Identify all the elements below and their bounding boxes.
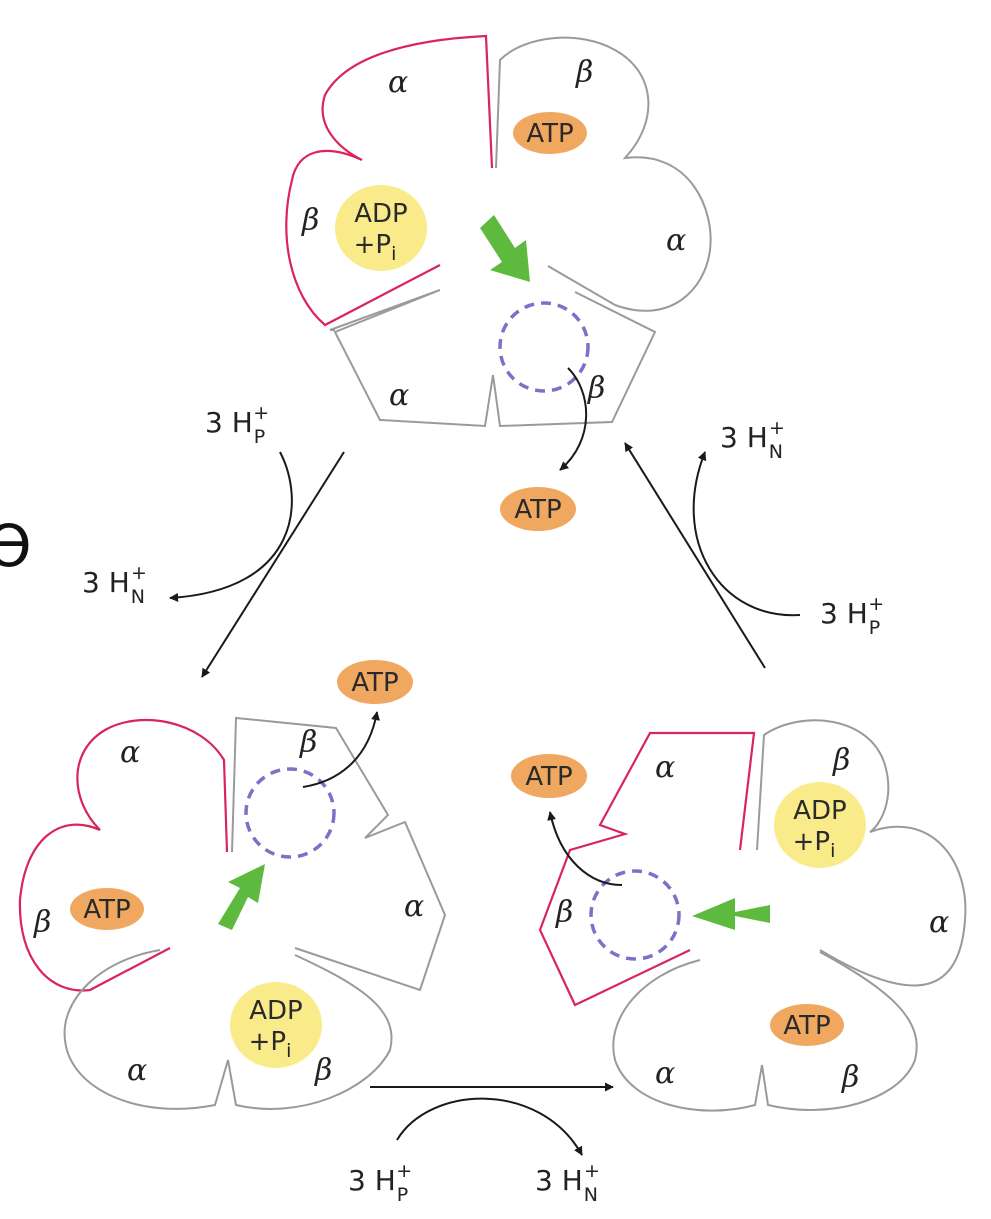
adp-pi-molecule-br: [774, 782, 866, 868]
label-beta: β: [575, 55, 593, 90]
label-alpha: α: [127, 1053, 147, 1088]
proton-label-p-side: 3 HP+: [348, 1160, 412, 1206]
label-beta: β: [314, 1053, 332, 1088]
label-beta: β: [841, 1060, 859, 1095]
rotation-arrow-br-icon: [692, 898, 770, 930]
label-beta: β: [299, 725, 317, 760]
molecule-labels: ATP ADP +Pi ATP ATP ATP ADP +Pi ATP ADP …: [83, 119, 846, 1062]
bl-red-subunit-outline: [18, 718, 229, 992]
release-arrow-br: [547, 811, 623, 886]
cut-off-glyph: Ɵ: [0, 512, 32, 580]
atp-label: ATP: [514, 495, 561, 525]
pi-label: +Pi: [354, 230, 397, 265]
label-beta: β: [832, 743, 850, 778]
label-alpha: α: [389, 378, 409, 413]
atp-released-top: [500, 487, 576, 531]
adp-pi-molecule-top: [335, 185, 427, 271]
transition-arrow-br-to-top: [624, 442, 766, 669]
empty-site-br: [589, 869, 681, 961]
proton-labels: 3 HP+ 3 HN+ 3 HN+ 3 HP+ 3 HP+ 3 HN+: [82, 402, 884, 1206]
adp-pi-molecule-bl: [230, 982, 322, 1068]
atp-released-br: [511, 754, 587, 798]
label-alpha: α: [655, 750, 675, 785]
label-alpha: α: [120, 735, 140, 770]
proton-label-p-side: 3 HP+: [205, 402, 269, 448]
top-red-subunit-outline: [285, 34, 494, 327]
label-alpha: α: [666, 223, 686, 258]
proton-label-n-side: 3 HN+: [535, 1160, 600, 1206]
label-alpha: α: [655, 1056, 675, 1091]
bl-gray-bottom-pair-outline: [63, 949, 393, 1110]
br-red-subunit-outline: [538, 731, 756, 1007]
proton-label-p-side: 3 HP+: [820, 593, 884, 639]
atp-molecule-bl: [70, 888, 144, 930]
label-beta: β: [555, 895, 573, 930]
transition-right: [624, 442, 801, 669]
proton-flow-arrow-right: [692, 451, 801, 617]
atp-label: ATP: [83, 895, 130, 925]
empty-site-bl: [244, 767, 336, 859]
atp-label: ATP: [526, 119, 573, 149]
atp-label: ATP: [783, 1011, 830, 1041]
pi-label: +Pi: [249, 1027, 292, 1062]
top-gray-pentagon-outline: [329, 289, 657, 428]
adp-label: ADP: [793, 796, 847, 826]
atp-molecule-top: [513, 112, 587, 154]
proton-label-n-side: 3 HN+: [720, 417, 785, 463]
rotation-arrow-top-icon: [480, 215, 530, 282]
proton-label-n-side: 3 HN+: [82, 562, 147, 608]
rotation-arrow-bl-icon: [218, 864, 265, 930]
release-arrow-top: [559, 367, 588, 471]
transition-bottom: [370, 1082, 614, 1156]
bottom-left-complex: [18, 660, 447, 1110]
pi-label: +Pi: [793, 827, 836, 862]
label-alpha: α: [388, 65, 408, 100]
transition-arrow-top-to-bl: [201, 451, 345, 678]
release-arrow-bl: [302, 711, 380, 788]
adp-label: ADP: [354, 199, 408, 229]
br-gray-bottom-pair-outline: [612, 951, 918, 1112]
label-beta: β: [33, 905, 51, 940]
label-alpha: α: [404, 889, 424, 924]
label-alpha: α: [929, 905, 949, 940]
adp-label: ADP: [249, 996, 303, 1026]
bl-gray-tilted-beta-outline: [231, 716, 447, 992]
empty-site-top: [498, 301, 590, 393]
atp-molecule-br: [770, 1004, 844, 1046]
atp-released-bl: [337, 660, 413, 704]
label-beta: β: [301, 203, 319, 238]
bottom-right-complex: [511, 719, 967, 1112]
top-complex: [285, 34, 712, 471]
proton-flow-arrow-left: [169, 451, 293, 602]
label-beta: β: [587, 371, 605, 406]
atp-label: ATP: [351, 668, 398, 698]
subunit-labels: α β β α α β α β β α α β α β β α α β: [33, 55, 949, 1095]
transition-left: [169, 451, 345, 678]
br-gray-beta-alpha-outline: [756, 719, 967, 987]
atp-label: ATP: [525, 762, 572, 792]
top-gray-beta-alpha-outline: [495, 36, 712, 312]
proton-flow-arrow-bottom: [396, 1097, 583, 1156]
